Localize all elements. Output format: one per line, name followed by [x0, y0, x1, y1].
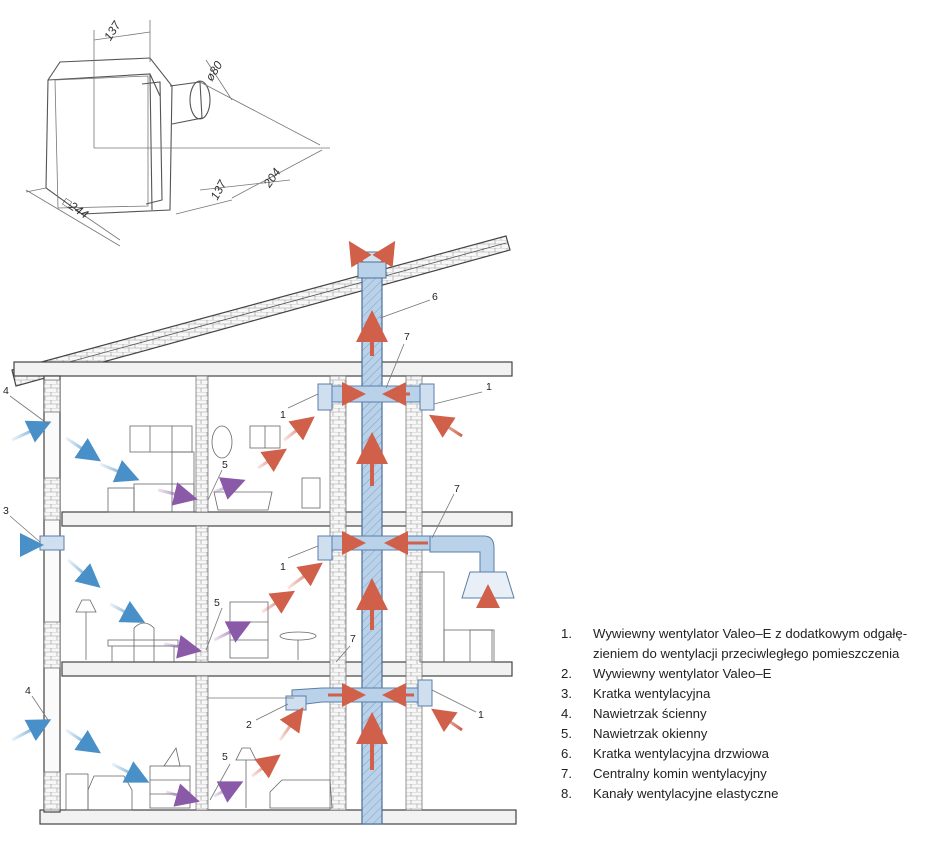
leader-lines — [9, 299, 483, 801]
dim-depth-top: 137 — [101, 18, 124, 44]
callout-4-top: 4 — [3, 385, 9, 397]
legend-item: 6.Kratka wentylacyjna drzwiowa — [561, 746, 769, 761]
callout-5-middle: 5 — [214, 597, 220, 609]
callout-3: 3 — [3, 505, 9, 517]
interior-walls — [195, 375, 423, 811]
legend-item-continuation: zieniem do wentylacji przeciwległego pom… — [593, 646, 900, 661]
legend-item: 7.Centralny komin wentylacyjny — [561, 766, 767, 781]
callout-1-top-right: 1 — [486, 381, 492, 393]
callout-5-top: 5 — [222, 459, 228, 471]
callout-labels: 4 3 4 5 5 5 1 1 1 1 2 6 7 7 7 — [3, 291, 492, 763]
legend-item: 3.Kratka wentylacyjna — [561, 686, 711, 701]
callout-1-bottom: 1 — [478, 709, 484, 721]
legend-item: 5.Nawietrzak okienny — [561, 726, 708, 741]
legend-item: 1.Wywiewny wentylator Valeo–E z dodatkow… — [561, 626, 908, 641]
dim-diameter: ø80 — [203, 58, 226, 83]
furniture — [65, 425, 495, 811]
callout-2: 2 — [246, 719, 252, 731]
legend-item: 4.Nawietrzak ścienny — [561, 706, 707, 721]
legend-item: 8.Kanały wentylacyjne elastyczne — [561, 786, 779, 801]
dim-depth-bottom: 137 — [208, 177, 230, 202]
floor-slabs — [13, 361, 517, 825]
fan-product-drawing: 137 ø80 137 204 □244 — [25, 18, 330, 247]
ventilation-ducts — [208, 383, 515, 711]
callout-1-top-left: 1 — [280, 409, 286, 421]
callout-7-top: 7 — [404, 331, 410, 343]
callout-1-middle: 1 — [280, 561, 286, 573]
dim-length: 204 — [260, 165, 284, 191]
callout-5-bottom: 5 — [222, 751, 228, 763]
callout-7-bottom: 7 — [350, 633, 356, 645]
legend-item: 2.Wywiewny wentylator Valeo–E — [561, 666, 772, 681]
callout-6: 6 — [432, 291, 438, 303]
legend: 1.Wywiewny wentylator Valeo–E z dodatkow… — [561, 624, 921, 804]
exterior-wall — [39, 375, 65, 813]
callout-4-bottom: 4 — [25, 685, 31, 697]
callout-7-middle: 7 — [454, 483, 460, 495]
air-flow-arrows — [10, 240, 500, 807]
